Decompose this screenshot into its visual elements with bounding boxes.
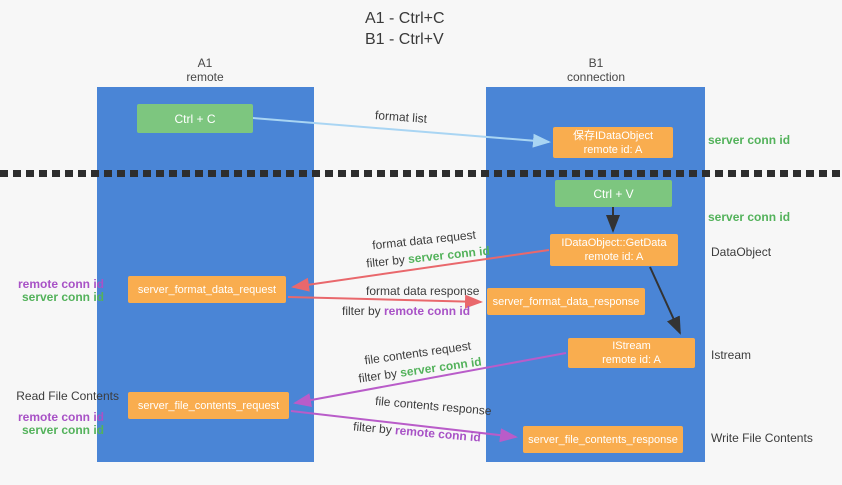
getdata-line1: IDataObject::GetData bbox=[561, 237, 667, 249]
left-server-conn-id-1: server conn id bbox=[21, 290, 104, 304]
node-save-idataobject: 保存IDataObject remote id: A bbox=[553, 127, 673, 158]
file-contents-response-filter-label: filter by remote conn id bbox=[353, 419, 482, 444]
istream-line2: remote id: A bbox=[602, 354, 661, 366]
istream-line1: IStream bbox=[612, 340, 651, 352]
format-data-response-filter-label: filter by remote conn id bbox=[342, 304, 470, 318]
right-dataobject-label: DataObject bbox=[711, 245, 772, 259]
format-request-label: server_format_data_request bbox=[137, 283, 277, 296]
column-a1-subtitle: remote bbox=[186, 70, 224, 84]
title-line-1: A1 - Ctrl+C bbox=[365, 10, 445, 27]
node-idataobject-getdata: IDataObject::GetData remote id: A bbox=[550, 234, 678, 266]
format-response-label: server_format_data_response bbox=[492, 295, 640, 308]
title-line-2: B1 - Ctrl+V bbox=[365, 31, 444, 48]
save-idataobject-line1: 保存IDataObject bbox=[572, 129, 654, 142]
column-a1-name: A1 bbox=[197, 56, 213, 70]
separator-dotted-line bbox=[0, 170, 842, 177]
node-server-format-data-request: server_format_data_request bbox=[128, 276, 286, 303]
filter-by-text-2: filter by bbox=[342, 304, 385, 318]
left-remote-conn-id-2: remote conn id bbox=[17, 410, 104, 424]
column-header-b1: B1 connection bbox=[536, 56, 656, 84]
node-server-format-data-response: server_format_data_response bbox=[487, 288, 645, 315]
left-read-file-contents-label: Read File Contents bbox=[16, 389, 119, 403]
node-ctrl-v: Ctrl + V bbox=[555, 180, 672, 207]
node-server-file-contents-request: server_file_contents_request bbox=[128, 392, 289, 419]
right-write-file-contents-label: Write File Contents bbox=[711, 431, 813, 445]
right-server-conn-id-2: server conn id bbox=[708, 210, 791, 224]
file-request-label: server_file_contents_request bbox=[137, 399, 280, 412]
node-ctrl-c: Ctrl + C bbox=[137, 104, 253, 133]
column-header-a1: A1 remote bbox=[145, 56, 265, 84]
node-server-file-contents-response: server_file_contents_response bbox=[523, 426, 683, 453]
file-contents-response-label: file contents response bbox=[374, 393, 493, 419]
filter-by-text-4: filter by bbox=[352, 419, 396, 438]
diagram-title: A1 - Ctrl+C B1 - Ctrl+V bbox=[365, 8, 445, 50]
column-b1-name: B1 bbox=[588, 56, 604, 70]
file-response-label: server_file_contents_response bbox=[528, 433, 678, 446]
ctrl-v-label: Ctrl + V bbox=[593, 186, 634, 201]
filter-remote-conn-id-2: remote conn id bbox=[384, 304, 471, 318]
filter-by-text-3: filter by bbox=[357, 365, 402, 386]
right-istream-label: Istream bbox=[711, 348, 752, 362]
filter-by-text-1: filter by bbox=[365, 252, 409, 271]
right-server-conn-id-1: server conn id bbox=[708, 133, 791, 147]
getdata-line2: remote id: A bbox=[584, 251, 644, 263]
filter-remote-conn-id-4: remote conn id bbox=[394, 423, 482, 445]
ctrl-c-label: Ctrl + C bbox=[174, 111, 216, 126]
save-idataobject-line2: remote id: A bbox=[583, 143, 643, 156]
column-b1-subtitle: connection bbox=[566, 70, 626, 84]
format-list-label: format list bbox=[374, 108, 428, 126]
node-istream: IStream remote id: A bbox=[568, 338, 695, 368]
left-server-conn-id-2: server conn id bbox=[21, 423, 104, 437]
left-remote-conn-id-1: remote conn id bbox=[17, 277, 104, 291]
format-data-response-label: format data response bbox=[366, 284, 480, 298]
